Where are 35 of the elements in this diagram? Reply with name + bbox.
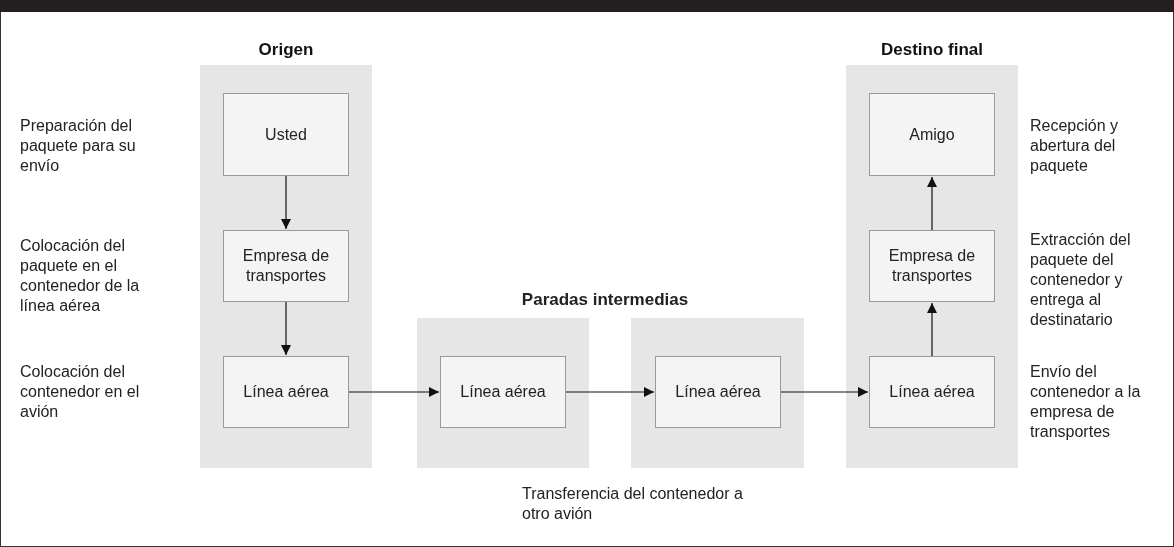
process-box [869, 356, 995, 428]
box-label: Línea aérea [674, 382, 762, 402]
group-heading: Paradas intermedias [520, 290, 690, 310]
arrow [348, 387, 440, 397]
box-label: Empresa de transportes [241, 246, 331, 286]
stage-band [417, 318, 589, 468]
stage-heading: Destino final [880, 39, 984, 61]
arrow [927, 176, 937, 231]
process-box [869, 93, 995, 176]
process-box [869, 230, 995, 302]
arrow [281, 175, 291, 230]
box-label: Línea aérea [459, 382, 547, 402]
box-label: Usted [264, 124, 308, 145]
step-description: Envío del contenedor a la empresa de transportes [1030, 362, 1142, 442]
process-box [223, 356, 349, 428]
note-text: Colocación del paquete en el contenedor de la línea aérea [20, 236, 140, 316]
step-description: Recepción y abertura del paquete [1030, 116, 1120, 176]
note-text: Colocación del contenedor en el avión [20, 362, 140, 422]
stage-heading: Origen [257, 39, 315, 61]
stage-band [631, 318, 804, 468]
note-text: Preparación del paquete para su envío [20, 116, 137, 176]
box-label: Empresa de transportes [887, 246, 977, 286]
arrow [927, 302, 937, 357]
process-box [223, 93, 349, 176]
box-label: Línea aérea [888, 382, 976, 402]
process-box [223, 230, 349, 302]
step-description: Extracción del paquete del contenedor y entrega al destinatario [1030, 230, 1132, 330]
arrow [281, 301, 291, 356]
note-text: Transferencia del contenedor a otro avión [522, 484, 744, 524]
process-box [655, 356, 781, 428]
arrow [565, 387, 655, 397]
process-box [440, 356, 566, 428]
box-label: Amigo [908, 124, 956, 145]
arrow [780, 387, 869, 397]
box-label: Línea aérea [242, 382, 330, 402]
